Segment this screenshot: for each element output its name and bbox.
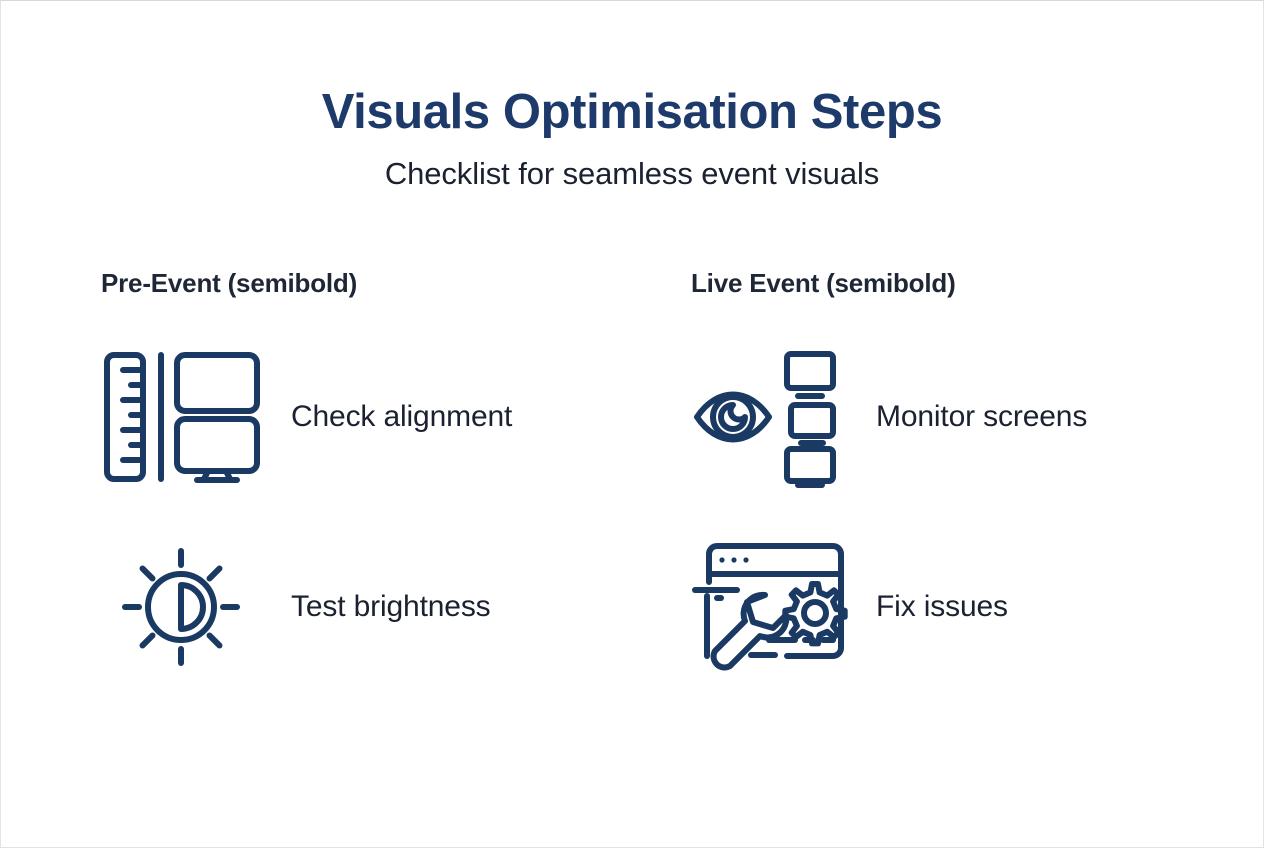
list-item-label: Monitor screens	[876, 400, 1088, 434]
list-item-label: Check alignment	[291, 400, 513, 434]
ruler-screens-alignment-icon	[101, 342, 291, 492]
sun-brightness-icon	[101, 532, 291, 682]
slide-header: Visuals Optimisation Steps Checklist for…	[1, 1, 1263, 191]
column-pre-event: Pre-Event (semibold)	[1, 269, 593, 682]
page-title: Visuals Optimisation Steps	[321, 85, 943, 139]
checklist-columns: Pre-Event (semibold)	[1, 269, 1263, 682]
list-item-fix-issues[interactable]: Fix issues	[691, 532, 1185, 682]
list-item-test-brightness[interactable]: Test brightness	[101, 532, 593, 682]
list-item-monitor-screens[interactable]: Monitor screens	[691, 342, 1185, 492]
eye-monitors-icon	[691, 342, 876, 492]
column-heading-live-event: Live Event (semibold)	[691, 268, 956, 298]
column-heading-pre-event: Pre-Event (semibold)	[101, 268, 358, 298]
browser-wrench-gear-icon	[691, 532, 876, 682]
page-subtitle: Checklist for seamless event visuals	[384, 155, 880, 191]
column-live-event: Live Event (semibold)	[593, 269, 1185, 682]
list-item-label: Fix issues	[876, 590, 1008, 624]
list-item-label: Test brightness	[291, 590, 491, 624]
list-item-check-alignment[interactable]: Check alignment	[101, 342, 593, 492]
